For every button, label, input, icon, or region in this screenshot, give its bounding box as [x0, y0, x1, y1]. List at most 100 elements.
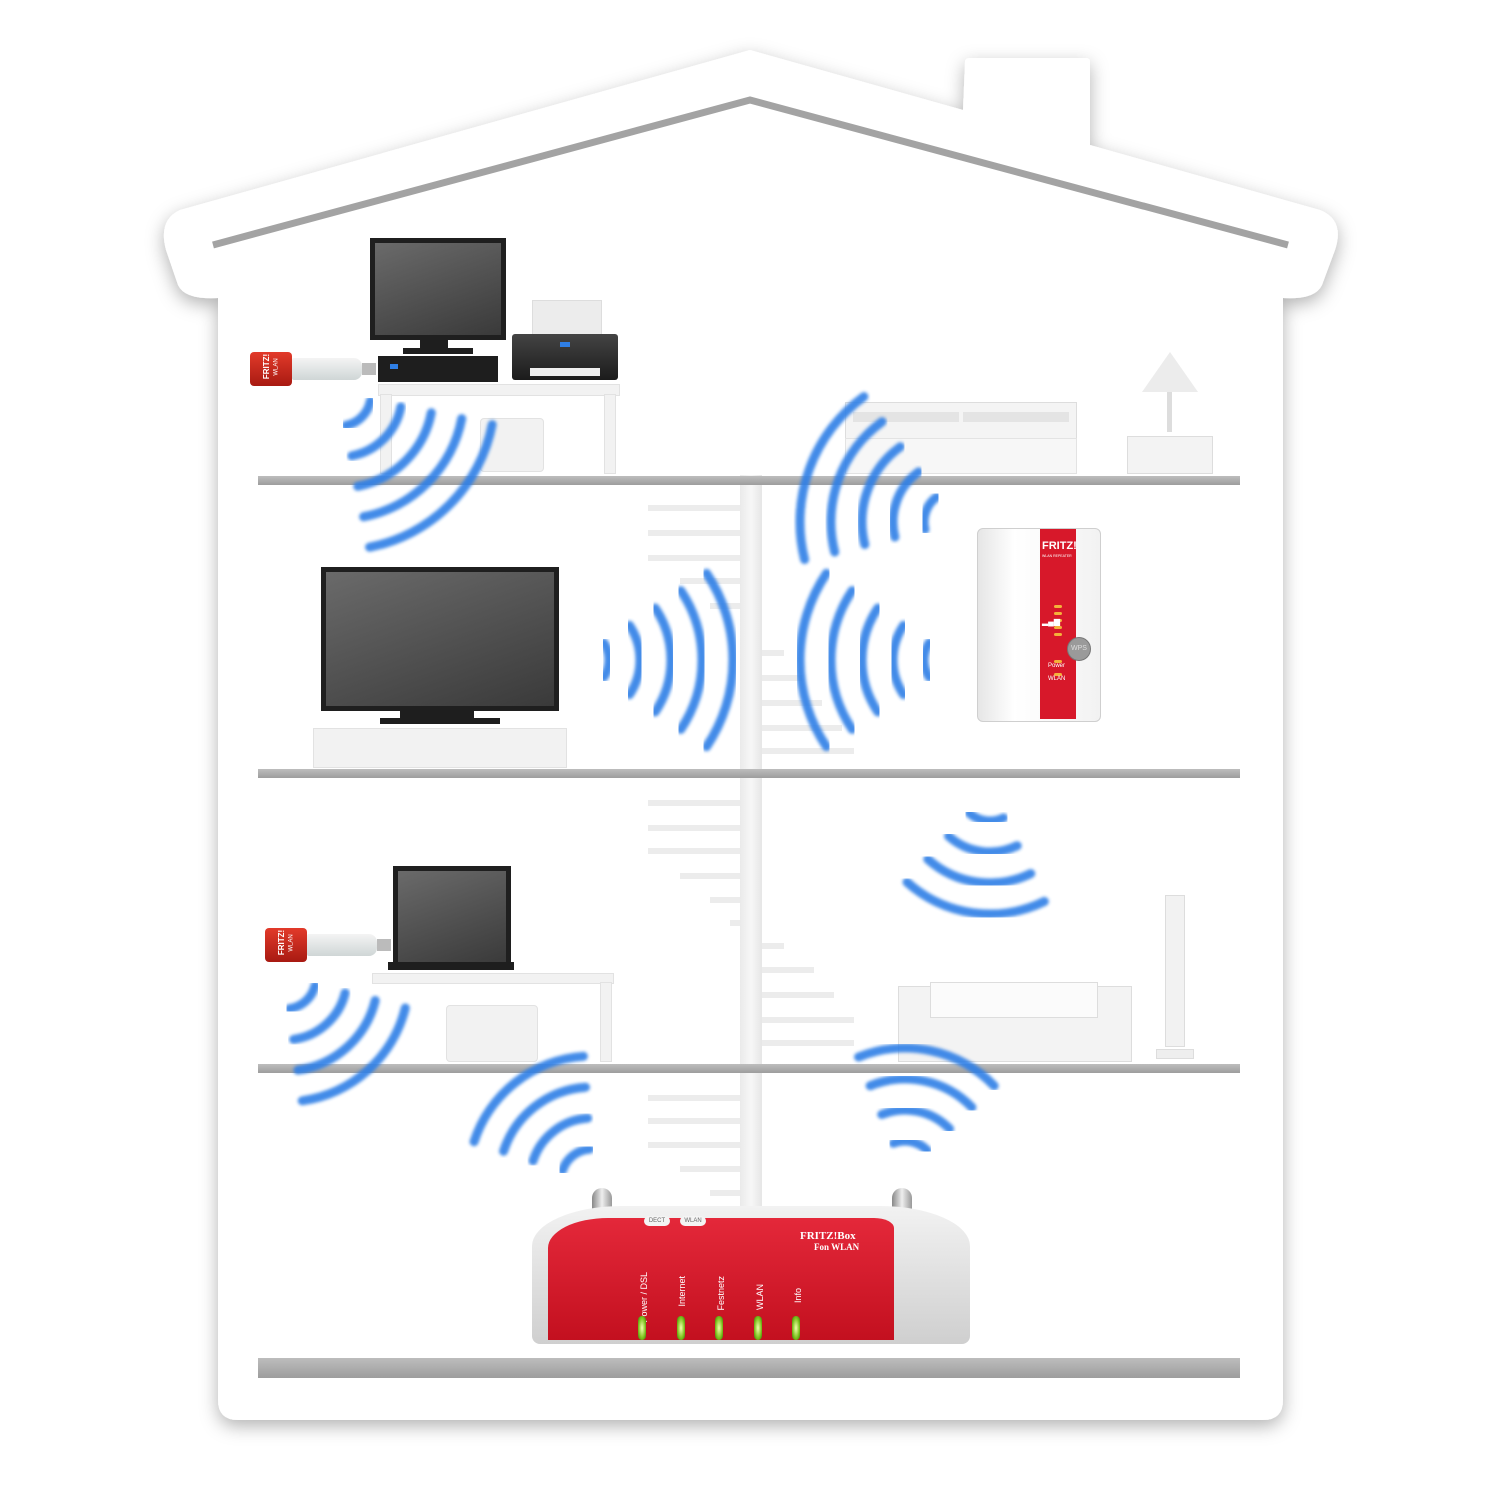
stair-pole: [740, 475, 762, 1210]
wlan-repeater: FRITZ! WLAN REPEATER ▂▄▆ WPS Power WLAN: [977, 528, 1101, 722]
drawer-cube: [446, 1005, 538, 1062]
desk-top: [378, 384, 620, 396]
stair-step: [648, 825, 740, 831]
monitor-stand: [420, 340, 448, 350]
stair-step: [648, 555, 740, 561]
stair-step: [710, 897, 740, 903]
television: [321, 567, 559, 711]
wifi-wave-arc: [902, 877, 1049, 919]
wifi-wave-group: [469, 1051, 595, 1175]
stair-step: [762, 675, 802, 681]
stair-step: [762, 748, 854, 754]
usb-wlan-stick: FRITZ! WLAN: [265, 928, 393, 962]
wifi-wave-arc: [297, 1003, 410, 1106]
dect-button[interactable]: DECT: [644, 1216, 670, 1226]
stair-step: [680, 873, 740, 879]
led-label-internet: Internet: [677, 1276, 687, 1307]
floor-ground: [258, 1358, 1240, 1378]
wifi-wave-arc: [888, 1136, 932, 1155]
wifi-wave-group: [795, 568, 934, 752]
led-internet: [677, 1316, 685, 1340]
wifi-wave-arc: [826, 417, 887, 557]
wifi-wave-arc: [469, 1051, 588, 1147]
wifi-wave-arc: [624, 620, 645, 700]
led-info: [792, 1316, 800, 1340]
stair-step: [762, 1017, 854, 1023]
stair-step: [648, 530, 740, 536]
wifi-wave-arc: [284, 981, 320, 1014]
wifi-wave-arc: [944, 831, 1022, 857]
wifi-wave-arc: [558, 1144, 595, 1175]
wifi-wave-arc: [293, 996, 380, 1075]
stair-step: [762, 992, 834, 998]
fritzbox-router: DECT WLAN FRITZ!Box Fon WLAN Power / DSL…: [532, 1188, 972, 1346]
wifi-wave-arc: [499, 1082, 591, 1156]
signal-strength-icon: ▂▄▆: [1042, 617, 1060, 626]
usb-wlan-stick: FRITZ! WLAN: [250, 352, 378, 386]
stair-step: [762, 967, 814, 973]
led-label-wlan: WLAN: [755, 1284, 765, 1311]
wifi-wave-arc: [888, 467, 924, 542]
stair-step: [648, 1118, 740, 1124]
router-model: Fon WLAN: [814, 1242, 860, 1252]
wifi-wave-group: [854, 1043, 999, 1155]
wifi-wave-arc: [702, 568, 738, 752]
wifi-wave-arc: [877, 1105, 955, 1134]
repeater-brand: FRITZ!: [1042, 540, 1077, 552]
repeater-model: WLAN REPEATER: [1042, 554, 1072, 558]
wifi-wave-arc: [341, 396, 375, 430]
wifi-wave-arc: [923, 854, 1036, 888]
led-label-info: Info: [793, 1288, 803, 1304]
wifi-wave-arc: [865, 1074, 977, 1112]
desk-leg: [604, 394, 616, 474]
floor-middle: [258, 769, 1240, 778]
floor-speaker: [1156, 895, 1194, 1061]
tv-base: [380, 718, 500, 724]
wifi-wave-arc: [857, 603, 883, 717]
wifi-wave-arc: [919, 492, 942, 534]
wlan-button[interactable]: WLAN: [680, 1216, 706, 1226]
laptop-base: [388, 962, 514, 970]
bedside-lamp: [1127, 352, 1213, 474]
wifi-wave-arc: [359, 414, 467, 522]
wifi-wave-arc: [528, 1113, 593, 1166]
desktop-pc: [378, 356, 498, 382]
wifi-wave-arc: [676, 586, 707, 734]
wifi-wave-arc: [857, 442, 905, 549]
tv-cabinet: [313, 728, 567, 768]
wifi-wave-arc: [888, 620, 909, 700]
tv-stand: [400, 710, 474, 720]
stair-step: [762, 943, 784, 949]
stair-step: [648, 800, 740, 806]
desk-leg: [600, 982, 612, 1062]
wifi-wave-arc: [919, 638, 934, 682]
wifi-wave-arc: [289, 988, 350, 1044]
desk-lower: [372, 973, 614, 984]
wifi-wave-arc: [353, 408, 436, 491]
wifi-wave-arc: [347, 402, 406, 461]
stair-step: [648, 848, 740, 854]
stair-step: [762, 700, 822, 706]
floor-lower: [258, 1064, 1240, 1073]
led-wlan: [754, 1316, 762, 1340]
printer: [512, 300, 620, 382]
wifi-wave-arc: [795, 392, 869, 564]
wifi-wave-arc: [650, 603, 676, 717]
stair-step: [648, 1142, 740, 1148]
wifi-wave-group: [902, 808, 1049, 919]
led-festnetz: [715, 1316, 723, 1340]
repeater-led-wlan: WLAN: [1048, 676, 1066, 682]
wifi-wave-group: [341, 396, 497, 552]
stair-step: [762, 1040, 854, 1046]
wifi-wave-group: [599, 568, 738, 752]
monitor-base: [403, 348, 473, 354]
led-label-power-dsl: Power / DSL: [639, 1272, 649, 1323]
monitor: [370, 238, 506, 340]
stair-step: [762, 725, 842, 731]
wifi-wave-group: [795, 392, 942, 564]
repeater-led-power: Power: [1048, 663, 1066, 669]
stair-step: [710, 1190, 740, 1196]
wps-button[interactable]: WPS: [1067, 637, 1091, 661]
led-power-dsl: [638, 1316, 646, 1340]
